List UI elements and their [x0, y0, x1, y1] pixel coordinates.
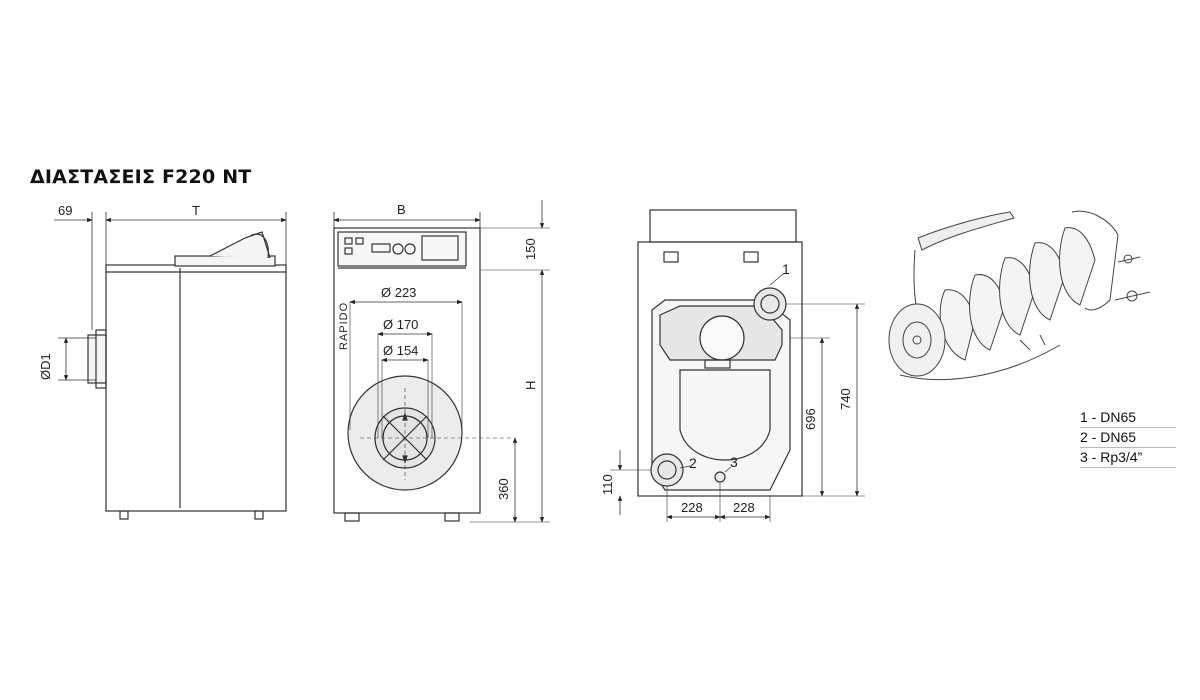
rear-flue-outlet — [699, 315, 745, 361]
front-view — [333, 200, 550, 523]
exploded-burner-door — [888, 303, 946, 377]
dim-label-depth: T — [192, 203, 200, 218]
connection-3-drain — [714, 471, 726, 483]
marker-1: 1 — [782, 261, 790, 277]
connection-legend: 1 - DN65 2 - DN65 3 - Rp3/4” — [1080, 408, 1176, 468]
control-display — [421, 235, 459, 261]
dim-label-width: B — [397, 202, 406, 217]
connection-2-return — [650, 453, 684, 487]
dim-label-return-height: 696 — [803, 408, 818, 430]
dim-label-depth-offset: 69 — [58, 203, 72, 218]
dim-label-top-clearance: 150 — [523, 238, 538, 260]
dim-label-right-spacing: 228 — [733, 500, 755, 515]
dia-label-outer: Ø 223 — [381, 285, 416, 300]
dim-label-burner-height: 360 — [496, 478, 511, 500]
control-panel — [337, 231, 467, 267]
dim-label-flue-diameter: ØD1 — [38, 353, 53, 380]
rear-view — [610, 209, 865, 522]
side-body-outline — [105, 264, 287, 512]
dia-label-inner: Ø 154 — [383, 343, 418, 358]
side-flue-pipe — [87, 334, 107, 384]
brand-logo-text: RAPIDO — [338, 302, 350, 350]
exploded-view — [888, 210, 1151, 381]
page-title: ΔΙΑΣΤΑΣΕΙΣ F220 NT — [30, 166, 252, 188]
dim-label-bottom-height: 110 — [600, 474, 615, 495]
front-body-outline — [333, 227, 481, 514]
legend-item-2: 2 - DN65 — [1080, 428, 1176, 448]
dim-label-flow-height: 740 — [838, 388, 853, 410]
marker-2: 2 — [689, 455, 697, 471]
connection-1-flow — [753, 287, 787, 321]
dim-label-height: H — [523, 381, 538, 390]
legend-item-1: 1 - DN65 — [1080, 408, 1176, 428]
side-view — [54, 212, 287, 520]
legend-item-3: 3 - Rp3/4” — [1080, 448, 1176, 468]
section-plates — [939, 210, 1119, 361]
dim-label-left-spacing: 228 — [681, 500, 703, 515]
dia-label-middle: Ø 170 — [383, 317, 418, 332]
marker-3: 3 — [730, 454, 738, 470]
rear-top-cover — [649, 209, 797, 243]
